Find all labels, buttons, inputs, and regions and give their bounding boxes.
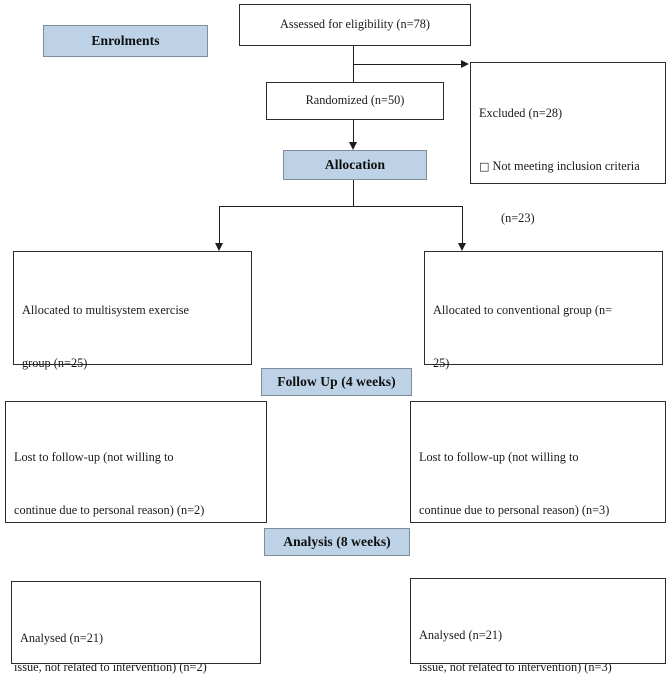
lost-left-p1-l1: Lost to follow-up (not willing to	[14, 450, 174, 464]
alloc-right-line1: Allocated to conventional group (n=	[433, 303, 613, 317]
node-allocated-conventional-group: Allocated to conventional group (n= 25) …	[424, 251, 663, 475]
node-analysed-right-text: Analysed (n=21) □ Excluded from analysis…	[419, 592, 661, 675]
connector-split-horizontal	[219, 206, 463, 208]
lost-right-spacer	[419, 554, 661, 572]
connector-split-left	[219, 206, 221, 248]
node-randomized: Randomized (n=50)	[266, 82, 444, 120]
connector-allocation-stem	[353, 180, 355, 207]
lost-right-p1-l1: Lost to follow-up (not willing to	[419, 450, 579, 464]
connector-split-right	[462, 206, 464, 248]
connector-to-excluded	[353, 64, 463, 66]
node-assessed-for-eligibility: Assessed for eligibility (n=78)	[239, 4, 471, 46]
banner-allocation-label: Allocation	[324, 157, 386, 172]
banner-follow-up: Follow Up (4 weeks)	[261, 368, 412, 396]
analysed-right-heading: Analysed (n=21)	[419, 628, 503, 642]
node-excluded: Excluded (n=28) □ Not meeting inclusion …	[470, 62, 666, 330]
banner-allocation: Allocation	[283, 150, 427, 180]
arrowhead-right-allocation	[458, 243, 466, 251]
arrowhead-left-allocation	[215, 243, 223, 251]
lost-left-spacer	[14, 554, 262, 572]
excluded-item-0-label: Not meeting inclusion criteria	[492, 158, 640, 173]
node-assessed-text: Assessed for eligibility (n=78)	[279, 17, 431, 31]
banner-enrolments: Enrolments	[43, 25, 208, 57]
node-analysed-right: Analysed (n=21) □ Excluded from analysis…	[410, 578, 666, 664]
node-analysed-left: Analysed (n=21) □ Excluded from analysis…	[11, 581, 261, 664]
banner-follow-up-label: Follow Up (4 weeks)	[277, 374, 396, 389]
node-lost-to-followup-right: Lost to follow-up (not willing to contin…	[410, 401, 666, 674]
arrowhead-to-excluded	[461, 60, 469, 68]
excluded-item-0: □ Not meeting inclusion criteria	[479, 158, 661, 176]
arrowhead-to-allocation	[349, 142, 357, 150]
excluded-item-0-count: (n=23)	[501, 211, 535, 225]
excluded-heading: Excluded (n=28)	[479, 106, 563, 120]
alloc-right-line2: 25)	[433, 355, 450, 370]
node-lost-to-followup-left: Lost to follow-up (not willing to contin…	[5, 401, 267, 674]
alloc-left-line2: group (n=25)	[22, 355, 88, 370]
analysed-left-heading: Analysed (n=21)	[20, 631, 104, 645]
alloc-left-line1: Allocated to multisystem exercise	[22, 303, 189, 317]
node-randomized-text: Randomized (n=50)	[305, 93, 405, 107]
checkbox-glyph-icon: □	[479, 159, 490, 173]
node-analysed-left-text: Analysed (n=21) □ Excluded from analysis…	[20, 595, 256, 675]
node-allocated-multisystem-exercise: Allocated to multisystem exercise group …	[13, 251, 252, 475]
banner-enrolments-label: Enrolments	[91, 33, 160, 48]
connector-randomized-to-allocation	[353, 120, 355, 146]
lost-left-p1-l2: continue due to personal reason) (n=2)	[14, 502, 205, 517]
banner-analysis-label: Analysis (8 weeks)	[283, 534, 391, 549]
banner-analysis: Analysis (8 weeks)	[264, 528, 410, 556]
lost-right-p1-l2: continue due to personal reason) (n=3)	[419, 502, 610, 517]
